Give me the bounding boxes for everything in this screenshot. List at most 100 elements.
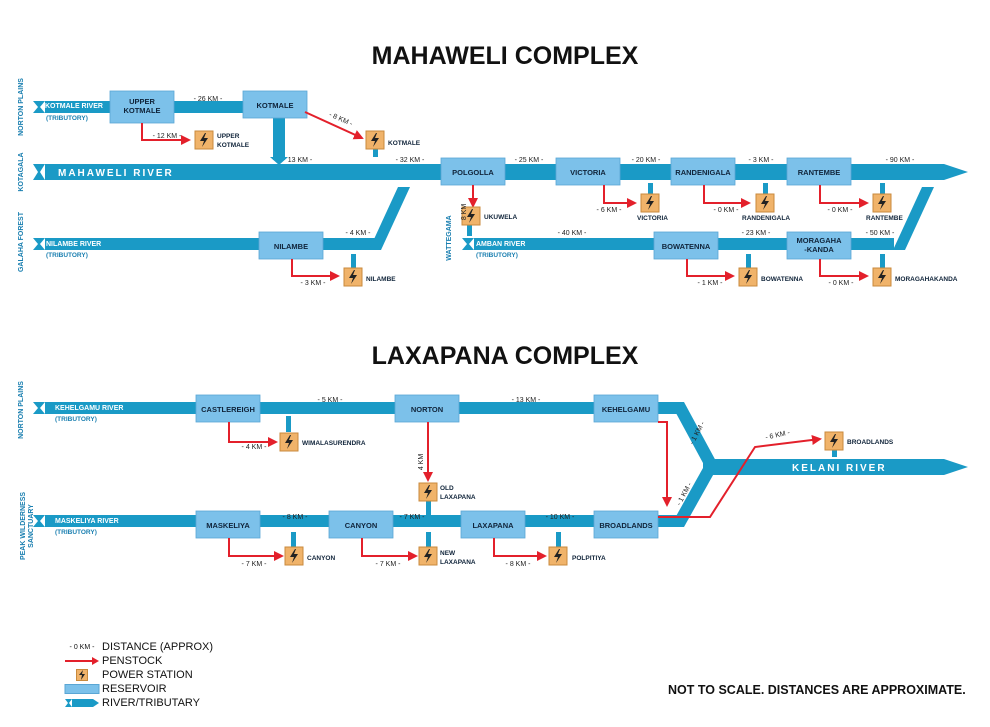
distance-label: - 8 KM - (283, 514, 309, 521)
kotmale-river-label: KOTMALE RIVER (45, 103, 103, 110)
station-label-victoria: VICTORIA (637, 215, 668, 222)
reservoir-label-broadlands: BROADLANDS (599, 521, 652, 530)
legend-row-distance: - 0 KM - DISTANCE (APPROX) (62, 640, 213, 654)
nilambe-diagonal-flow (369, 187, 410, 250)
distance-label: - 7 KM - (376, 561, 402, 568)
reservoir-polgolla (440, 157, 506, 186)
penstock-nilambe (291, 259, 340, 281)
distance-label: - 10 KM - (546, 514, 575, 521)
river-tail-chevron (33, 101, 45, 113)
distance-label: - 4 KM - (346, 230, 372, 237)
power-station-icon (872, 193, 892, 213)
kehelgamu-river-flow (45, 402, 677, 414)
penstock-canyon (228, 538, 284, 561)
station-label-moragahakanda: MORAGAHAKANDA (895, 276, 958, 283)
laxapana-penstocks (228, 421, 822, 561)
reservoir-label-canyon: CANYON (345, 521, 378, 530)
amban-river-label: AMBAN RIVER (476, 241, 525, 248)
laxapana-reservoirs (195, 394, 659, 539)
kehelgamu-river-sub: (TRIBUTORY) (55, 416, 97, 423)
amban-diagonal-flow (893, 187, 934, 250)
distance-label: - 50 KM - (866, 230, 895, 237)
power-station-icon (365, 130, 385, 150)
reservoir-label-nilambe: NILAMBE (274, 242, 308, 251)
river-tail-chevron (462, 238, 474, 250)
distance-label: 13 KM - (288, 157, 313, 164)
distance-label: - 7 KM - (400, 514, 426, 521)
reservoir-kotmale (242, 90, 308, 119)
distance-label: - 7 KM - (242, 561, 268, 568)
kelani-river-flow (703, 459, 968, 475)
reservoir-label-kehelgamu: KEHELGAMU (602, 405, 650, 414)
legend-label-power: POWER STATION (102, 669, 193, 681)
penstock-victoria (603, 185, 637, 208)
reservoir-label-castlereigh: CASTLEREIGH (201, 405, 255, 414)
reservoir-bowatenna (653, 231, 719, 260)
legend-label-reservoir: RESERVOIR (102, 683, 167, 695)
station-label-bowatenna: BOWATENNA (761, 276, 803, 283)
legend-row-river: RIVER/TRIBUTARY (62, 696, 213, 710)
legend-symbol-distance: - 0 KM - (69, 643, 95, 651)
station-label-broadlands: BROADLANDS (847, 439, 894, 446)
reservoir-castlereigh (195, 394, 261, 423)
penstock-new-laxapana (361, 538, 418, 561)
reservoir-norton (394, 394, 460, 423)
laxapana-title: LAXAPANA COMPLEX (372, 342, 639, 370)
river-arrow-icon (62, 696, 102, 710)
side-label-peak-wilderness: PEAK WILDERNESSSANCTUARY (20, 492, 35, 560)
penstock-kotmale (304, 111, 364, 140)
penstock-kehelgamu-broadlands (658, 421, 672, 507)
legend-label-distance: DISTANCE (APPROX) (102, 641, 214, 653)
reservoir-nilambe (258, 231, 324, 260)
distance-label: - 20 KM - (632, 157, 661, 164)
power-station-icon (418, 482, 438, 502)
kehelgamu-river-label: KEHELGAMU RIVER (55, 405, 123, 412)
power-station-icon (640, 193, 660, 213)
laxapana-power-stations (279, 431, 844, 566)
river-tail-chevron (33, 164, 45, 180)
legend-label-river: RIVER/TRIBUTARY (102, 697, 200, 709)
distance-label: - 0 KM - (828, 207, 854, 214)
reservoir-label-polgolla: POLGOLLA (452, 168, 494, 177)
distance-label: - 1 KM - (698, 280, 724, 287)
station-label-polpitiya: POLPITIYA (572, 555, 606, 562)
reservoir-maskeliya (195, 510, 261, 539)
side-label-kotagala: KOTAGALA (18, 152, 25, 191)
reservoir-kehelgamu (593, 394, 659, 423)
mahaweli-power-stations (194, 130, 892, 287)
power-station-icon (194, 130, 214, 150)
distance-label: - 5 KM - (318, 397, 344, 404)
penstock-polpitiya (493, 538, 547, 561)
distance-label: - 3 KM - (301, 280, 327, 287)
station-label-rantembe: RANTEMBE (866, 215, 903, 222)
station-label-wimalasurendra: WIMALASURENDRA (302, 440, 366, 447)
distance-label: - 0 KM - (714, 207, 740, 214)
side-label-galaha-forest: GALAHA FOREST (18, 211, 25, 272)
reservoir-randenigala (670, 157, 736, 186)
station-label-kotmale: KOTMALE (388, 140, 421, 147)
power-station-icon (284, 546, 304, 566)
river-tail-chevron (33, 238, 45, 250)
mahaweli-river-label: MAHAWELI RIVER (58, 168, 174, 179)
distance-label: - 23 KM - (742, 230, 771, 237)
reservoir-victoria (555, 157, 621, 186)
penstock-bowatenna (686, 259, 735, 281)
reservoir-label-laxapana: LAXAPANA (472, 521, 514, 530)
power-station-icon (418, 546, 438, 566)
distance-label: - 13 KM - (512, 397, 541, 404)
kelani-river-label: KELANI RIVER (792, 463, 887, 474)
distance-label: - 25 KM - (515, 157, 544, 164)
side-label-norton-plains-2: NORTON PLAINS (18, 381, 25, 439)
maskeliya-diagonal-flow (670, 468, 717, 527)
distance-label: - 40 KM - (558, 230, 587, 237)
penstock-broadlands (658, 435, 822, 518)
mahaweli-title: MAHAWELI COMPLEX (372, 42, 639, 70)
station-label-ukuwela: UKUWELA (484, 214, 518, 221)
side-label-norton-plains: NORTON PLAINS (18, 78, 25, 136)
kehelgamu-diagonal-flow (670, 402, 717, 463)
